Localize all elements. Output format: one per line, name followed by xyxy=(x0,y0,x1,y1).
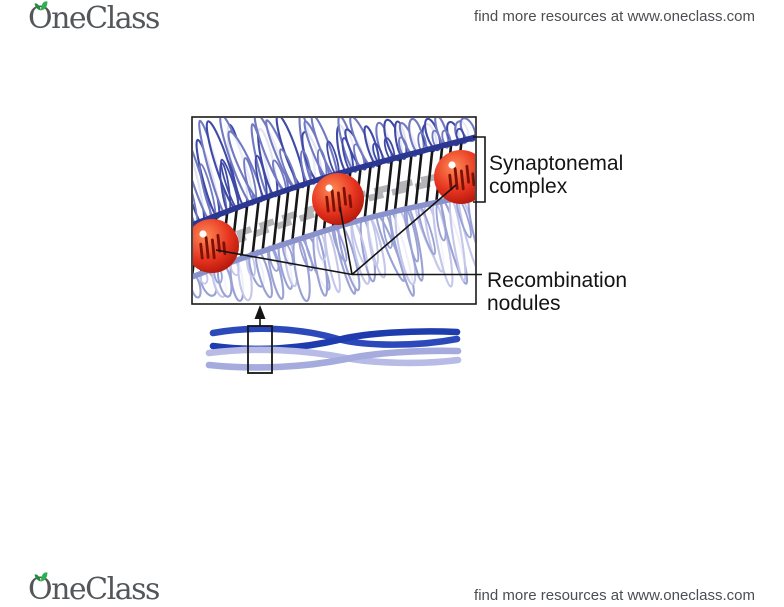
synaptonemal-complex-figure: Synaptonemal complex Recombination nodul… xyxy=(191,116,627,374)
recombination-nodule xyxy=(193,219,239,273)
logo-leaf-icon xyxy=(34,572,48,582)
recombination-nodules-label: Recombination xyxy=(487,269,627,292)
lower-lateral-element xyxy=(193,192,475,280)
recombination-nodule xyxy=(312,173,364,225)
header-tagline[interactable]: find more resources at www.oneclass.com xyxy=(474,8,755,25)
figure-box xyxy=(191,116,477,305)
zoom-arrowhead-icon xyxy=(254,305,266,319)
oneclass-logo-footer[interactable]: OneClass xyxy=(28,572,160,607)
upper-lateral-element xyxy=(193,134,475,228)
footer-tagline[interactable]: find more resources at www.oneclass.com xyxy=(474,587,755,604)
logo-leaf-icon xyxy=(34,1,48,11)
logo-text: OneClass xyxy=(28,572,160,607)
recombination-nodules-label: nodules xyxy=(487,292,561,315)
recombination-nodule xyxy=(434,150,475,204)
nodule-pointer-lines xyxy=(215,184,482,276)
synaptonemal-bracket xyxy=(473,136,486,203)
synaptonemal-complex-label: Synaptonemal xyxy=(489,152,623,175)
logo-text: OneClass xyxy=(28,1,160,36)
oneclass-logo[interactable]: OneClass xyxy=(28,1,160,36)
chromosome-pair xyxy=(205,325,462,371)
synaptonemal-complex-label: complex xyxy=(489,175,568,198)
